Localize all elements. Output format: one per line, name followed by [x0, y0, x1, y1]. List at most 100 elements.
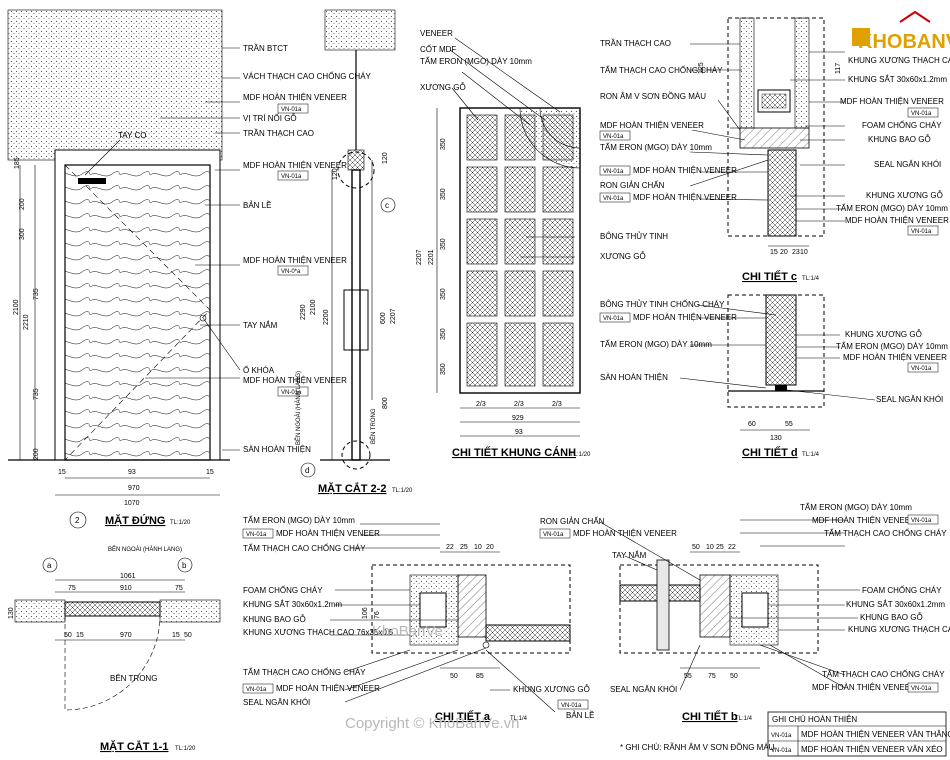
frame-label-wood-rib-2: XƯƠNG GỖ: [600, 252, 646, 261]
a-door-leaf: [485, 624, 571, 642]
d-leaders: [679, 304, 876, 401]
c-label-foam: FOAM CHỐNG CHÁY: [862, 120, 942, 130]
detail-c-title: CHI TIẾT c: [742, 270, 797, 283]
b-label-steel: KHUNG SẮT 30x60x1.2mm: [846, 600, 945, 609]
a-dim-6: 76: [374, 611, 381, 619]
frame-label-glass-wool: BÔNG THỦY TINH: [600, 232, 668, 241]
a-tag-3: [557, 699, 589, 710]
b-dim-1: 10: [706, 544, 714, 551]
door-lock: [199, 314, 207, 322]
detail-a-border: [371, 564, 571, 654]
dim-bottom-4: 1070: [124, 500, 140, 507]
s11-dim-2: 910: [120, 585, 132, 592]
c-label-eron: TẤM ERON (MGO) DÀY 10mm: [600, 142, 712, 152]
legend-desc-1: MDF HOÀN THIỆN VENEER VÂN THẲNG: [801, 730, 950, 739]
d-dim-2: 130: [770, 435, 782, 442]
d-label-eron-right: TẤM ERON (MGO) DÀY 10mm: [836, 341, 948, 351]
b-dim-3: 22: [728, 544, 736, 551]
b-tag-2: [907, 514, 939, 525]
c-steel-infill: [761, 93, 787, 109]
brand-logo: KHOBANVE: [852, 10, 950, 53]
dim-left-2: 200: [19, 198, 26, 210]
a-label-stud: KHUNG XƯƠNG THẠCH CAO 76x35x0.5: [243, 628, 394, 637]
d-label-seal: SEAL NGĂN KHÓI: [876, 395, 943, 404]
sec-dim-1: 120: [382, 152, 389, 164]
c-dim-0: 15: [770, 249, 778, 256]
d-label-wood-rib: KHUNG XƯƠNG GỖ: [845, 330, 922, 339]
c-dim-3: 10: [800, 249, 808, 256]
finish-tag-4: [277, 386, 309, 397]
sec-dim-5: 600: [380, 312, 387, 324]
b-tag-2-text: VN-01a: [911, 518, 932, 524]
legend-title: GHI CHÚ HOÀN THIỆN: [772, 715, 857, 724]
c-door-leaf: [767, 149, 797, 237]
detail-c: TRẦN THẠCH CAO TẤM THẠCH CAO CHỐNG CHÁY …: [599, 17, 950, 283]
label-wood-joint: VỊ TRÍ NỐI GỖ: [243, 113, 297, 123]
frame-dim-b0: 2/3: [476, 401, 486, 408]
label-mdf-veneer-2: MDF HOÀN THIỆN VENEER: [243, 161, 347, 170]
detail-b-border: [619, 564, 819, 654]
sec-dim-3: 2100: [310, 299, 317, 315]
frame-detail: 350 350 350 350 350 350 2207 2201 2/3 2/…: [416, 29, 668, 459]
b-label-fire-gypsum-2: TẤM THẠCH CAO CHỐNG CHÁY: [822, 669, 945, 679]
dim-left-5: 2210: [23, 314, 30, 330]
label-lock: Ổ KHÓA: [243, 366, 275, 375]
section-1-1: a b BÊN NGOÀI (HÀNH LANG) 1061 75 910 75…: [8, 545, 221, 753]
elevation-view: 185 200 300 2100 2210 735 735 200 15 93 …: [7, 9, 372, 529]
c-tag-2: [599, 165, 631, 176]
c-tag-3: [599, 192, 631, 203]
c-label-steel: KHUNG SẮT 30x60x1.2mm: [848, 75, 947, 84]
d-smoke-seal: [775, 385, 787, 391]
sec-dim-2: 2290: [300, 304, 307, 320]
callout-d-ring: [341, 440, 371, 470]
c-label-eron-right: TẤM ERON (MGO) DÀY 10mm: [836, 203, 948, 213]
s11-wall-right: [159, 599, 221, 623]
s11-dim-0: 1061: [120, 573, 136, 580]
d-tag-1-text: VN-01a: [603, 316, 624, 322]
a-label-steel: KHUNG SẮT 30x60x1.2mm: [243, 600, 342, 609]
a-dim-9: 85: [476, 673, 484, 680]
c-label-gasket: RON GIẢN CHẤN: [600, 180, 665, 190]
dim-left-8: 200: [33, 448, 40, 460]
c-gypsum-board-right: [794, 17, 810, 129]
d-dim-0: 60: [748, 421, 756, 428]
finish-tag-2: [277, 170, 309, 181]
label-door-closer: TAY CO: [118, 131, 146, 140]
frame-scale: TL:1/20: [570, 452, 591, 458]
b-label-handle: TAY NẮM: [612, 551, 647, 560]
section-ceiling-slab: [324, 9, 396, 51]
dim-bottom-1: 93: [128, 469, 136, 476]
d-label-mdf-right: MDF HOÀN THIỆN VENEER: [843, 353, 947, 362]
side-inside-label: BÊN TRONG: [369, 408, 377, 444]
d-tag-2: [907, 362, 939, 373]
dim-left-6: 735: [33, 288, 40, 300]
frame-dim-4: 350: [440, 328, 447, 340]
b-dim-5: 55: [684, 673, 692, 680]
a-tag-1: [242, 528, 274, 539]
dim-left-0: 185: [14, 157, 21, 169]
a-label-mdf: MDF HOÀN THIỆN VENEER: [276, 529, 380, 538]
c-label-mdf-3: MDF HOÀN THIỆN VENEER: [633, 193, 737, 202]
s11-dim-4: 50: [64, 632, 72, 639]
a-tag-2: [242, 683, 274, 694]
sec-dim-6: 2207: [390, 308, 397, 324]
b-handle-bar: [656, 559, 670, 651]
frame-dim-b4: 93: [515, 429, 523, 436]
callout-d-circle: [300, 462, 316, 478]
b-tag-1-text: VN-01a: [543, 532, 564, 538]
c-label-wood-rib: KHUNG XƯƠNG GỖ: [866, 191, 943, 200]
d-door-leaf: [765, 294, 797, 386]
b-label-foam: FOAM CHỐNG CHÁY: [862, 585, 942, 595]
frame-dim-b3: 929: [512, 415, 524, 422]
frame-label-veneer: VENEER: [420, 29, 453, 38]
elevation-title: MẶT ĐỨNG: [105, 514, 165, 527]
frame-dim-b2: 2/3: [552, 401, 562, 408]
legend-desc-2: MDF HOÀN THIỆN VENEER VÂN XÉO: [801, 745, 943, 754]
a-tag-2-text: VN-01a: [246, 687, 267, 693]
c-label-fire-gypsum: TẤM THẠCH CAO CHỐNG CHÁY: [600, 65, 723, 75]
c-tag-2-text: VN-01a: [603, 169, 624, 175]
b-label-fire-gypsum: TẤM THẠCH CAO CHỐNG CHÁY: [824, 528, 947, 538]
label-gypsum-ceiling: TRẦN THẠCH CAO: [243, 128, 314, 138]
c-tag-5-text: VN-01a: [911, 229, 932, 235]
